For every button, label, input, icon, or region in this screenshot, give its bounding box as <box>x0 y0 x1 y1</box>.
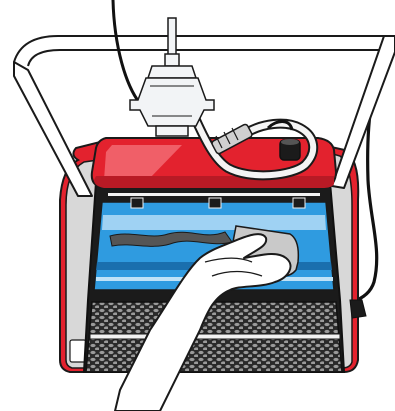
clip-left <box>131 198 143 208</box>
blue-window-band-light <box>102 215 326 230</box>
cable-plug-end <box>350 300 366 318</box>
left-side-label <box>70 340 86 362</box>
handle-back-rail <box>14 36 395 66</box>
handle-right-upright <box>332 36 395 188</box>
clip-middle <box>209 198 221 208</box>
rim-highlight <box>108 193 320 196</box>
handle-icon <box>14 62 92 196</box>
red-lid-shadow <box>94 176 334 188</box>
clip-right <box>293 198 305 208</box>
brush-roller-bar <box>90 334 340 339</box>
